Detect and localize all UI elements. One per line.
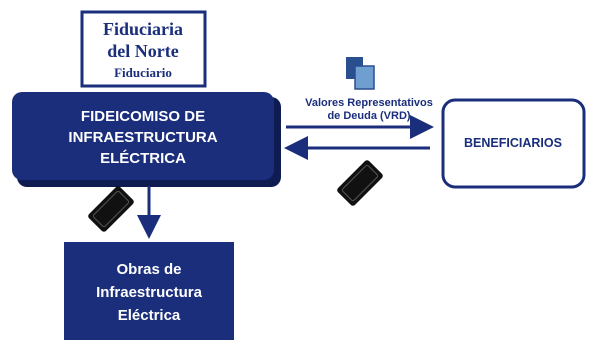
fideicomiso-line2: INFRAESTRUCTURA — [68, 129, 217, 146]
fideicomiso-box: FIDEICOMISO DE INFRAESTRUCTURA ELÉCTRICA — [12, 92, 281, 187]
beneficiarios-box: BENEFICIARIOS — [441, 98, 586, 189]
fideicomiso-line1: FIDEICOMISO DE — [81, 108, 205, 125]
fiduciario-name-line1: Fiduciaria — [103, 19, 183, 39]
documents-icon — [346, 57, 375, 90]
obras-box: Obras de Infraestructura Eléctrica — [64, 242, 234, 340]
fiduciario-name-line2: del Norte — [107, 41, 178, 61]
vrd-label-line1: Valores Representativos — [305, 97, 433, 109]
beneficiarios-label: BENEFICIARIOS — [464, 136, 562, 150]
money-bill-icon — [88, 186, 134, 232]
obras-line3: Eléctrica — [118, 307, 181, 324]
obras-line1: Obras de — [116, 261, 181, 278]
obras-line2: Infraestructura — [96, 284, 203, 301]
fiduciario-role: Fiduciario — [114, 65, 172, 80]
fiduciario-box: Fiduciaria del Norte Fiduciario — [80, 10, 207, 88]
fideicomiso-line3: ELÉCTRICA — [100, 150, 186, 167]
money-bill-icon — [337, 160, 383, 206]
vrd-label-line2: de Deuda (VRD) — [327, 110, 410, 122]
